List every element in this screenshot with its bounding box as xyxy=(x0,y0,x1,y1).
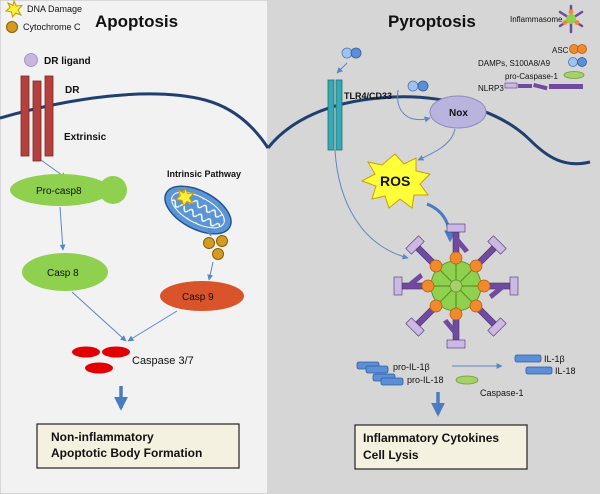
damps-legend-icon xyxy=(568,57,587,67)
arrow-damps-to-nox xyxy=(397,89,431,123)
dna-damage-burst-icon xyxy=(174,186,196,208)
cytochrome-c-icon xyxy=(6,21,18,33)
extrinsic-label: Extrinsic xyxy=(64,132,107,143)
nlrp3-legend-icon xyxy=(504,82,583,91)
pro-caspase1-legend-icon xyxy=(563,71,585,79)
arrow-mito-to-cytc xyxy=(206,227,212,237)
ros-label: ROS xyxy=(380,173,410,189)
casp9-label: Casp 9 xyxy=(182,292,214,303)
apoptosis-title: Apoptosis xyxy=(95,12,178,31)
damps-icon xyxy=(341,47,362,59)
pro-caspase1-legend-label: pro-Caspase-1 xyxy=(505,72,558,81)
arrow-casp9-to-caspase37 xyxy=(127,310,178,342)
il18-icon xyxy=(525,366,553,375)
inflammasome-label: Inflammasome xyxy=(510,15,563,24)
ros-burst xyxy=(360,153,432,209)
legend-dna-damage: DNA Damage xyxy=(27,4,82,14)
arrow-ros-to-inflammasome xyxy=(426,202,456,243)
dna-damage-icon xyxy=(4,0,24,19)
casp8-node xyxy=(22,253,108,291)
nlrp3-legend-label: NLRP3 xyxy=(478,84,504,93)
pyroptosis-outcome-box xyxy=(354,424,528,470)
legend-cytochrome-c: Cytochrome C xyxy=(23,22,81,32)
apoptosis-outcome-line2: Apoptotic Body Formation xyxy=(51,446,202,460)
pro-il18-label: pro-IL-18 xyxy=(407,375,444,385)
caspase37-label: Caspase 3/7 xyxy=(132,355,194,367)
inflammasome-complex xyxy=(393,223,519,349)
arrow-tlr-to-inflammasome xyxy=(334,149,409,260)
apoptosis-cell-membrane xyxy=(0,92,270,149)
casp9-node xyxy=(160,281,244,311)
death-receptor xyxy=(20,75,54,162)
il18-label: IL-18 xyxy=(555,366,576,376)
arrow-casp8-to-caspase37 xyxy=(71,291,127,342)
apoptosis-outcome-box xyxy=(36,423,240,469)
pyroptosis-outcome-line2: Cell Lysis xyxy=(363,448,419,462)
asc-legend-label: ASC xyxy=(552,46,569,55)
damps-bound-icon xyxy=(407,80,429,92)
dr-label: DR xyxy=(65,85,80,96)
nox-node xyxy=(429,95,487,129)
pro-il1b-icon xyxy=(356,361,389,374)
arrow-nox-to-ros xyxy=(417,128,456,161)
damps-legend-label: DAMPs, S100A8/A9 xyxy=(478,59,551,68)
arrow-cytc-to-casp9 xyxy=(207,261,214,281)
inflammasome-legend-icon xyxy=(558,4,584,34)
pyroptosis-outcome-line1: Inflammatory Cytokines xyxy=(363,431,499,445)
apoptosis-panel xyxy=(0,0,269,494)
apoptosis-outcome-line1: Non-inflammatory xyxy=(51,430,154,444)
caspase1-icon xyxy=(455,375,479,385)
arrow-damps-to-tlr xyxy=(336,62,348,74)
cytochrome-c-cluster xyxy=(203,235,228,260)
pyroptosis-title: Pyroptosis xyxy=(388,12,476,31)
tlr4-cd33-label: TLR4/CD33 xyxy=(344,91,392,101)
nox-label: Nox xyxy=(449,108,468,119)
intrinsic-pathway-label: Intrinsic Pathway xyxy=(167,169,241,179)
pro-il1b-label: pro-IL-1β xyxy=(393,362,430,372)
tlr4-cd33-receptor xyxy=(327,79,343,151)
caspase37-icon xyxy=(72,346,130,374)
caspase1-label: Caspase-1 xyxy=(480,388,524,398)
dr-ligand-icon xyxy=(24,53,38,67)
il1b-label: IL-1β xyxy=(544,354,565,364)
casp8-label: Casp 8 xyxy=(47,268,79,279)
il1b-icon xyxy=(514,354,542,363)
asc-legend-icon xyxy=(569,44,587,54)
pro-casp8-label: Pro-casp8 xyxy=(36,186,82,197)
pro-casp8-node xyxy=(10,174,127,206)
dr-ligand-label: DR ligand xyxy=(44,56,91,67)
arrow-procasp8-to-casp8 xyxy=(59,206,66,251)
pro-il18-icon xyxy=(372,373,404,386)
